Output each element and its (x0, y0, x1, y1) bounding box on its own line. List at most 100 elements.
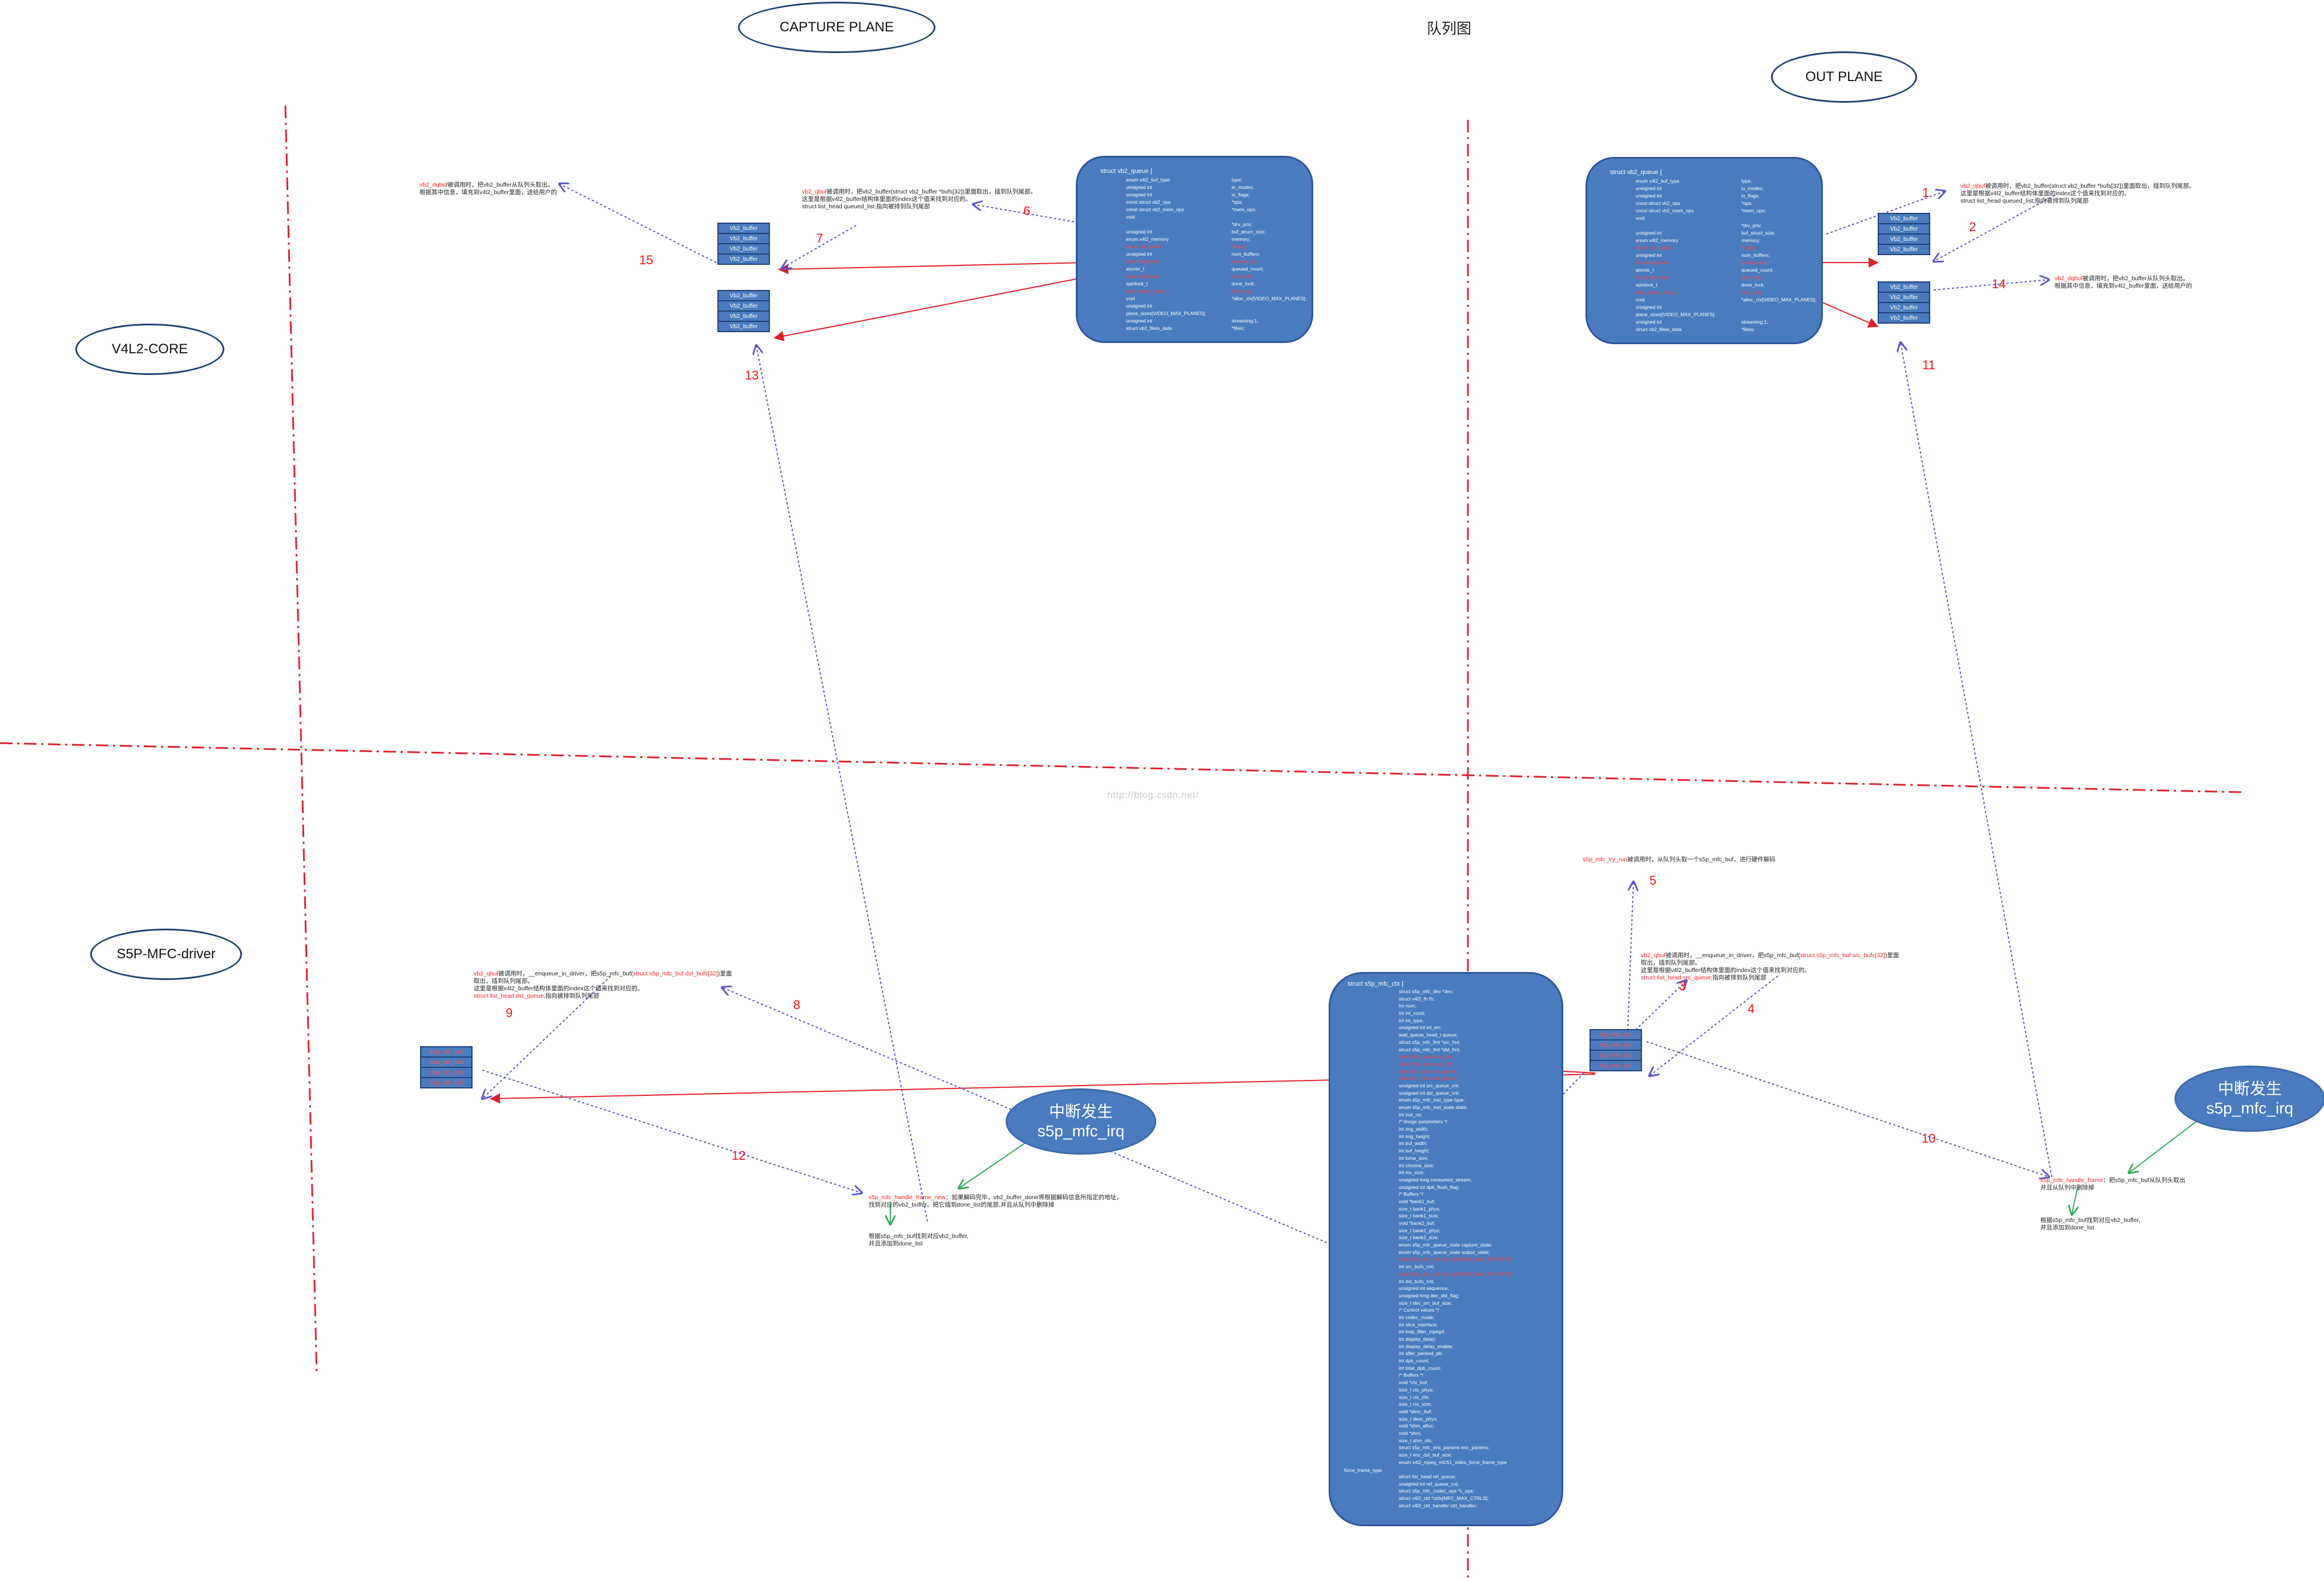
note-text: 这里是根据v4l2_buffer结构体里面的index这个值来找到对应的。 (1960, 190, 2131, 197)
s5p-mfc-buf-cell: s5p_mfc_buf (420, 1067, 473, 1078)
field-name: io_flags; (1232, 192, 1250, 197)
note-text: s5p_mfc_handle_frame_new (869, 1194, 946, 1201)
irq-ellipse-left: 中断发生 s5p_mfc_irq (1006, 1088, 1156, 1155)
struct-field: size_t bank2_phys; (1330, 1228, 1562, 1235)
field-name: done_lock; (1741, 282, 1765, 288)
field-name: *bufs[]; (1741, 245, 1757, 251)
field-type: wait_queue_head_t (1636, 289, 1679, 295)
irq-ellipse-right: 中断发生 s5p_mfc_irq (2174, 1066, 2324, 1132)
field-type: struct list_head src_queue; (1399, 1068, 1457, 1074)
field-type: struct list_head (1636, 260, 1669, 265)
note-text: 找到对应的vb2_buffer。把它插到done_list的尾部,并且从队列中删… (869, 1201, 1055, 1208)
arrow-4 (1649, 975, 1778, 1076)
note-text: struct list_head dst_queue (474, 993, 544, 999)
vb2-buffer-cell: Vb2_buffer (717, 243, 770, 255)
field-type: int slice_interface; (1399, 1321, 1438, 1328)
note-handle-frame-sub: 根据s5p_mfc_buf找到对应vb2_buffer,并且添加到done_li… (2040, 1217, 2212, 1232)
field-type: unsigned int dst_queue_cnt; (1399, 1090, 1460, 1096)
struct-field: size_t enc_dst_buf_size; (1330, 1452, 1562, 1459)
field-type: unsigned int (1126, 303, 1152, 309)
arrow-15 (559, 184, 717, 263)
field-name: io_flags; (1741, 193, 1760, 199)
struct-head: struct vb2_queue { (1100, 168, 1153, 175)
field-type: size_t shm_ofs; (1399, 1437, 1433, 1443)
field-name: streaming:1; (1232, 318, 1258, 324)
field-type: unsigned int (1126, 192, 1152, 197)
arrow-cap-queued (778, 262, 1088, 275)
struct-field: size_t ctx_phys; (1330, 1387, 1562, 1394)
field-type: void (1636, 297, 1645, 303)
note-text: 被调用时，把vb2_buffer从队列头取出。 (2083, 275, 2189, 282)
step-number-15: 15 (639, 253, 653, 267)
vb2-buffer-cell: Vb2_buffer (1878, 223, 1930, 235)
field-type: struct list_head (1126, 273, 1159, 279)
field-name: done_list; (1741, 275, 1762, 280)
struct-field: unsigned int int_err; (1330, 1025, 1562, 1032)
struct-field: unsigned long dec_dst_flag; (1330, 1293, 1562, 1300)
note-text: ：如果解码完毕，vb2_buffer_done将根据解码信息所指定的地址， (945, 1194, 1123, 1201)
note-text: s5p_mfc_try_run (1583, 856, 1628, 863)
field-type: const struct vb2_ops (1126, 199, 1171, 205)
note-text: 根据s5p_mfc_buf找到对应vb2_buffer, (2040, 1217, 2140, 1224)
arrow-3 (1632, 981, 1686, 1034)
struct-field: int int_cond; (1330, 1010, 1562, 1018)
field-type: size_t bank1_phys; (1399, 1205, 1441, 1212)
struct-field: struct v4l2_ctrl_handler ctrl_handler; (1330, 1503, 1562, 1510)
field-type: unsigned int (1636, 319, 1662, 325)
field-type: struct vb2_buffer (1636, 245, 1672, 251)
field-name: *mem_ops; (1741, 208, 1766, 213)
field-type: unsigned int (1126, 229, 1152, 235)
field-name: queued_count; (1232, 266, 1264, 272)
struct-field: *drv_priv; (1587, 223, 1821, 230)
note-text: vb2_qbuf (474, 970, 499, 977)
struct-field: enum s5p_mfc_inst_state state; (1330, 1104, 1562, 1112)
struct-field: struct vb2_queue vq_src; (1330, 1054, 1562, 1061)
field-type: void (1126, 296, 1135, 301)
field-type: unsigned int (1636, 252, 1662, 258)
arrow-irq-left (959, 1141, 1028, 1188)
field-type: int num; (1399, 1003, 1417, 1009)
struct-field: void *bank2_buf; (1330, 1220, 1562, 1228)
note-text: 并且添加到done_list (869, 1240, 923, 1247)
note-drv-qbuf-out: vb2_qbuf被调用时，__enqueue_in_driver，把s5p_mf… (1641, 952, 1903, 982)
field-type: enum v4l2_mpeg_mfc51_video_force_frame_t… (1399, 1459, 1507, 1465)
field-name: *bufs[]; (1232, 244, 1247, 249)
field-name: done_wq; (1232, 288, 1253, 294)
struct-field: unsigned int sequence; (1330, 1285, 1562, 1293)
struct-field: int codec_mode; (1330, 1314, 1562, 1322)
field-type: unsigned long consumed_stream; (1399, 1176, 1472, 1183)
struct-field: int display_delay_enable; (1330, 1344, 1562, 1351)
note-handle-frame: s5p_mfc_handle_frame：把s5p_mfc_buf从队列头取出并… (2040, 1177, 2212, 1192)
note-text: s5p_mfc_handle_frame (2040, 1177, 2103, 1184)
field-name: memory; (1741, 237, 1761, 243)
step-number-7: 7 (816, 231, 824, 245)
arrow-14 (1933, 280, 2049, 291)
field-type: wait_queue_head_t (1126, 288, 1169, 294)
step-number-1: 1 (1922, 185, 1930, 200)
note-handle-frame-new: s5p_mfc_handle_frame_new：如果解码完毕，vb2_buff… (869, 1194, 1131, 1209)
struct-field: size_t bank1_phys; (1330, 1206, 1562, 1213)
field-type: int buf_width; (1399, 1140, 1428, 1147)
struct-fields: struct s5p_mfc_dev *dev;struct v4l2_fh f… (1330, 989, 1562, 1510)
field-type: int codec_mode; (1399, 1314, 1435, 1320)
field-type: void *bank1_buf; (1399, 1198, 1435, 1204)
field-name: buf_struct_size; (1232, 229, 1266, 235)
struct-field: size_t dec_src_buf_size; (1330, 1300, 1562, 1308)
arrow-10 (1646, 1041, 2049, 1177)
struct-field: int dpb_count; (1330, 1358, 1562, 1365)
field-type: int mv_size; (1399, 1169, 1425, 1176)
irq-func: s5p_mfc_irq (2206, 1099, 2294, 1117)
struct-field: int luma_size; (1330, 1155, 1562, 1163)
field-name: *drv_priv; (1232, 221, 1252, 227)
struct-field: *drv_priv; (1078, 221, 1312, 229)
divider-horizontal (0, 742, 2244, 793)
field-type: int total_dpb_count; (1399, 1365, 1442, 1371)
vb2-buffer-cell: Vb2_buffer (1878, 302, 1930, 313)
